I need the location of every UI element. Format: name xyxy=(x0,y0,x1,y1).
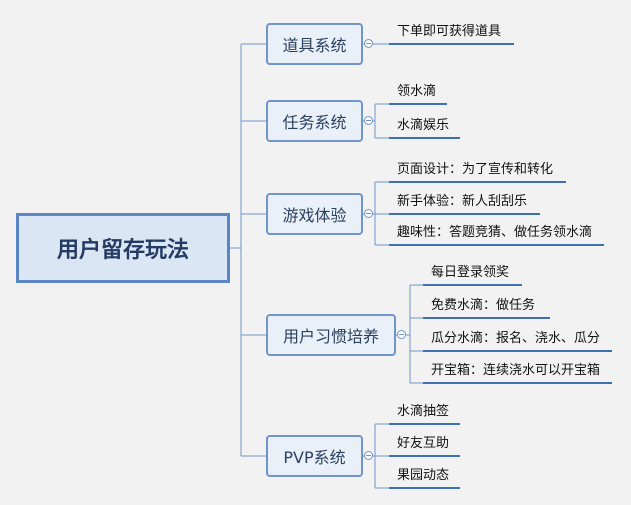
topic-pvp-system[interactable]: PVP系统 xyxy=(266,435,363,477)
collapse-toggle-icon[interactable] xyxy=(397,330,406,339)
collapse-toggle-icon[interactable] xyxy=(364,116,373,125)
leaf-item[interactable]: 页面设计：为了宣传和转化 xyxy=(397,162,554,177)
leaf-item[interactable]: 水滴抽签 xyxy=(397,404,450,419)
topic-habit-building[interactable]: 用户习惯培养 xyxy=(266,314,396,356)
topic-task-system[interactable]: 任务系统 xyxy=(266,100,363,142)
leaf-item[interactable]: 每日登录领奖 xyxy=(431,265,510,280)
leaf-item[interactable]: 瓜分水滴：报名、浇水、瓜分 xyxy=(431,331,601,346)
root-node[interactable]: 用户留存玩法 xyxy=(16,213,230,283)
leaf-item[interactable]: 水滴娱乐 xyxy=(397,118,450,133)
leaf-item[interactable]: 好友互助 xyxy=(397,436,450,451)
topic-props-system[interactable]: 道具系统 xyxy=(266,23,363,65)
leaf-item[interactable]: 免费水滴：做任务 xyxy=(431,298,536,313)
topic-game-experience[interactable]: 游戏体验 xyxy=(266,193,363,235)
collapse-toggle-icon[interactable] xyxy=(364,451,373,460)
leaf-item[interactable]: 下单即可获得道具 xyxy=(397,24,502,39)
leaf-item[interactable]: 领水滴 xyxy=(397,84,437,99)
collapse-toggle-icon[interactable] xyxy=(364,209,373,218)
leaf-item[interactable]: 开宝箱：连续浇水可以开宝箱 xyxy=(431,363,601,378)
leaf-item[interactable]: 新手体验：新人刮刮乐 xyxy=(397,194,528,209)
collapse-toggle-icon[interactable] xyxy=(364,39,373,48)
leaf-item[interactable]: 趣味性：答题竞猜、做任务领水滴 xyxy=(397,225,593,240)
leaf-item[interactable]: 果园动态 xyxy=(397,468,450,483)
